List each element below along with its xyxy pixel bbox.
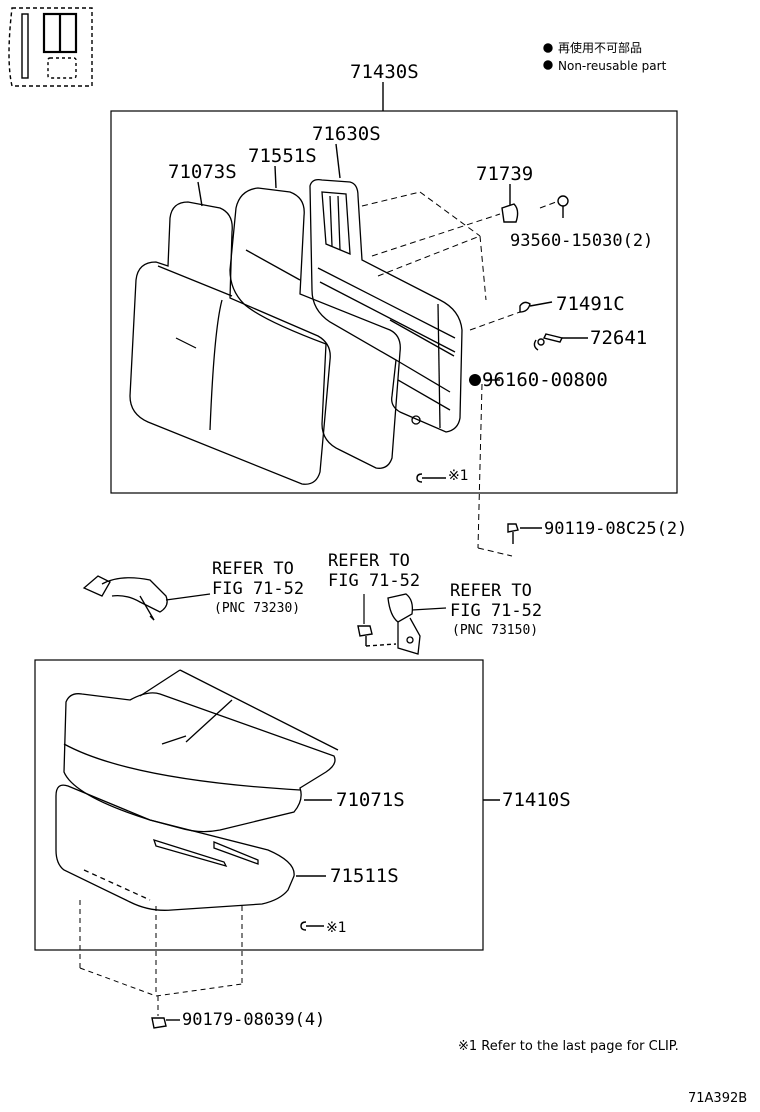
- label-96160: 96160-00800: [482, 369, 608, 391]
- nut-90179-icon: [151, 1017, 167, 1029]
- ref3-pnc: (PNC 73150): [452, 623, 538, 638]
- label-90119: 90119-08C25(2): [544, 519, 687, 539]
- knob-71739-icon: [501, 203, 519, 223]
- label-93560: 93560-15030(2): [510, 231, 653, 251]
- label-71630S: 71630S: [312, 123, 381, 145]
- legend-dot-2: [543, 60, 553, 70]
- label-71511S: 71511S: [330, 865, 399, 887]
- ref1-pnc: (PNC 73230): [214, 601, 300, 616]
- seat-belt-buckle-right-icon: [387, 593, 447, 655]
- legend-text-en: Non-reusable part: [558, 59, 667, 73]
- label-72641: 72641: [590, 327, 647, 349]
- figure-code: 71A392B: [688, 1091, 747, 1106]
- label-71739: 71739: [476, 163, 533, 185]
- label-71410S: 71410S: [502, 789, 571, 811]
- seatback-cover: [129, 201, 331, 485]
- vehicle-locator-icon: [8, 7, 93, 87]
- label-71071S: 71071S: [336, 789, 405, 811]
- clip-footnote: ※1 Refer to the last page for CLIP.: [458, 1039, 679, 1054]
- ref2-line1: REFER TO: [328, 551, 410, 571]
- legend-text-jp: 再使用不可部品: [558, 40, 642, 55]
- ref3-line1: REFER TO: [450, 581, 532, 601]
- leader-71630S: [335, 143, 341, 179]
- label-90179: 90179-08039(4): [182, 1010, 325, 1030]
- backrest-assembly-box: [110, 110, 678, 494]
- seatback-pad: [229, 187, 401, 469]
- bolt-93560-icon: [557, 195, 569, 218]
- clip-icon-lower: [300, 921, 324, 931]
- bolt-90119-icon: [507, 523, 519, 544]
- leader-71551S: [274, 165, 277, 189]
- hook-96160-icon: [533, 339, 539, 351]
- seatback-frame: [309, 178, 463, 433]
- clip-icon-upper: [416, 473, 446, 483]
- ref3-line2: FIG 71-52: [450, 601, 542, 621]
- cushion-pad: [55, 784, 295, 911]
- dashed-guides-lower: [79, 900, 243, 1016]
- ref2-line2: FIG 71-52: [328, 571, 420, 591]
- clip-mark-lower: ※1: [326, 920, 347, 936]
- non-reusable-mark: [469, 374, 481, 386]
- label-71430S: 71430S: [350, 61, 419, 83]
- label-71491C: 71491C: [556, 293, 625, 315]
- ref1-line2: FIG 71-52: [212, 579, 304, 599]
- leader-71073S: [197, 181, 203, 207]
- label-71073S: 71073S: [168, 161, 237, 183]
- seat-belt-buckle-left-icon: [82, 575, 211, 621]
- pin-72641-icon: [537, 333, 564, 346]
- cushion-cover: [63, 669, 339, 833]
- dashed-guides-upper: [361, 191, 557, 557]
- cushion-assembly-box: [34, 659, 484, 951]
- label-71551S: 71551S: [248, 145, 317, 167]
- clip-mark-upper: ※1: [448, 468, 469, 484]
- ref1-line1: REFER TO: [212, 559, 294, 579]
- clip-71491C-icon: [519, 301, 553, 313]
- legend-dot-1: [543, 43, 553, 53]
- bolt-belt-middle-icon: [357, 594, 397, 647]
